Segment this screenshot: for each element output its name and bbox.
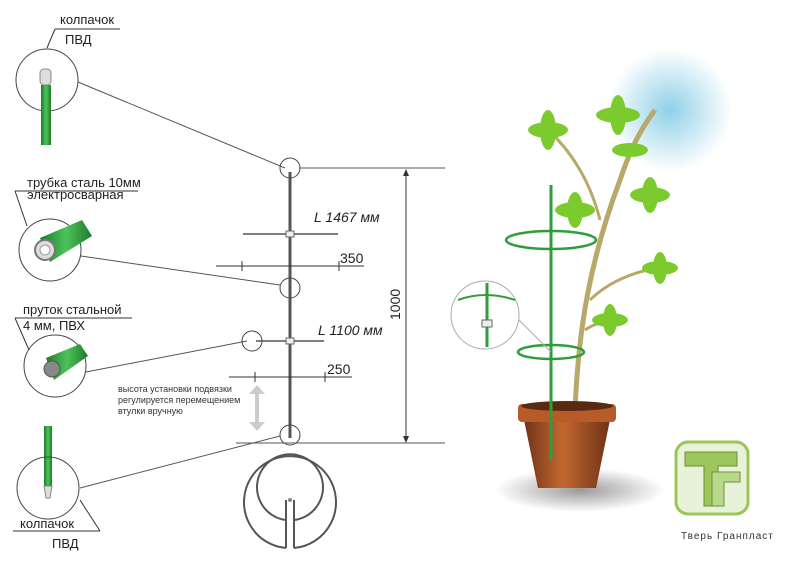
cap-icon	[39, 68, 52, 86]
brand-name: Тверь Гранпласт	[681, 531, 774, 542]
top-cap-label-1: колпачок	[60, 12, 114, 27]
plant-illustration	[450, 48, 732, 512]
callout-rod: пруток стальной 4 мм, ПВХ	[14, 302, 248, 398]
brand-logo	[674, 440, 750, 516]
tube-label-2: электросварная	[27, 187, 124, 202]
callout-top-cap: колпачок ПВД	[15, 12, 286, 169]
lower-ring-diameter: 250	[327, 361, 351, 377]
height-dimension: 1000	[387, 289, 403, 320]
stake-drawing	[216, 157, 445, 549]
rod-label-1: пруток стальной	[23, 302, 122, 317]
pointed-cap-icon	[43, 485, 53, 499]
pot	[522, 410, 612, 488]
top-cap-label-2: ПВД	[65, 32, 92, 47]
note-line-3: втулки вручную	[118, 406, 183, 416]
green-tube-icon	[44, 426, 52, 486]
callout-bottom-cap: колпачок ПВД	[13, 426, 281, 551]
callout-tube: трубка сталь 10мм электросварная	[14, 175, 281, 286]
note-line-2: регулируется перемещением	[118, 395, 240, 405]
lower-ring-length: L 1100 мм	[318, 322, 383, 338]
green-tube-icon	[41, 85, 51, 145]
double-arrow-icon	[249, 385, 265, 431]
upper-ring-diameter: 350	[340, 250, 364, 266]
bottom-cap-label-1: колпачок	[20, 516, 74, 531]
detail-magnifier	[450, 280, 520, 350]
ring-top-view	[243, 453, 337, 549]
note-line-1: высота установки подвязки	[118, 384, 232, 394]
bottom-cap-label-2: ПВД	[52, 536, 79, 551]
rod-label-2: 4 мм, ПВХ	[23, 318, 85, 333]
rod-section-icon	[43, 360, 61, 378]
tube-label-1: трубка сталь 10мм	[27, 175, 141, 190]
upper-ring-length: L 1467 мм	[314, 209, 380, 225]
